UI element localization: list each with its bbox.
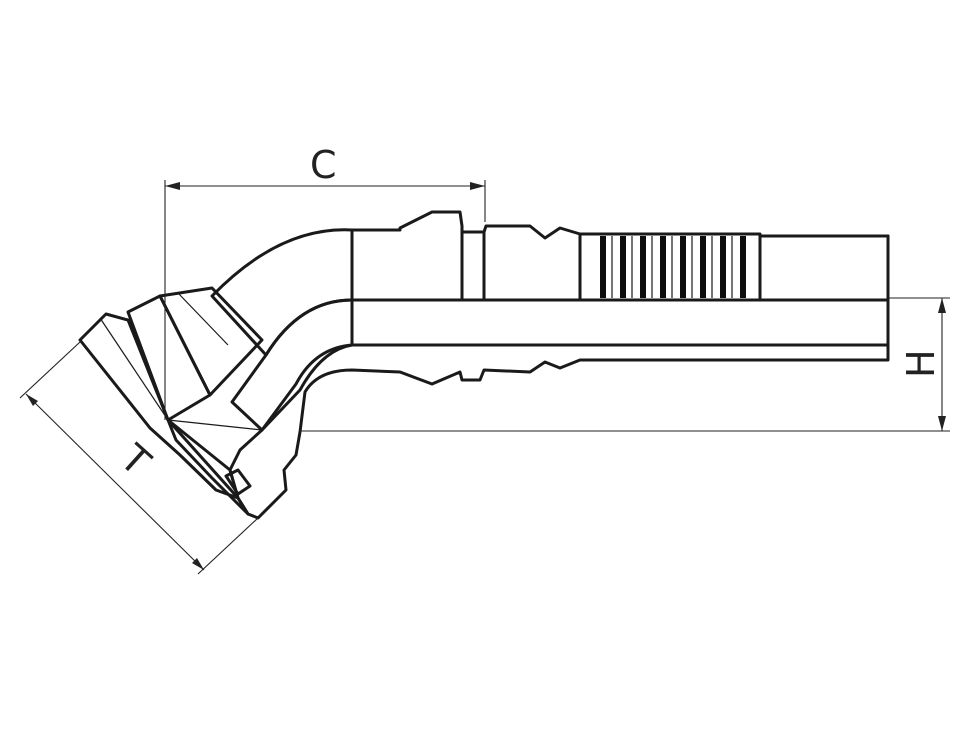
dimension-t [19,341,259,575]
dimension-c-label: C [310,143,337,187]
dimension-t-label: T [111,435,159,484]
fitting-bore [230,298,890,432]
dimension-h [300,297,950,432]
barb-ribs [600,236,746,298]
fitting-section-cut [228,343,890,520]
dimension-c [164,180,486,420]
flange-head [78,286,264,516]
dimension-h-label: H [899,349,943,378]
elbow-bend [210,228,354,357]
